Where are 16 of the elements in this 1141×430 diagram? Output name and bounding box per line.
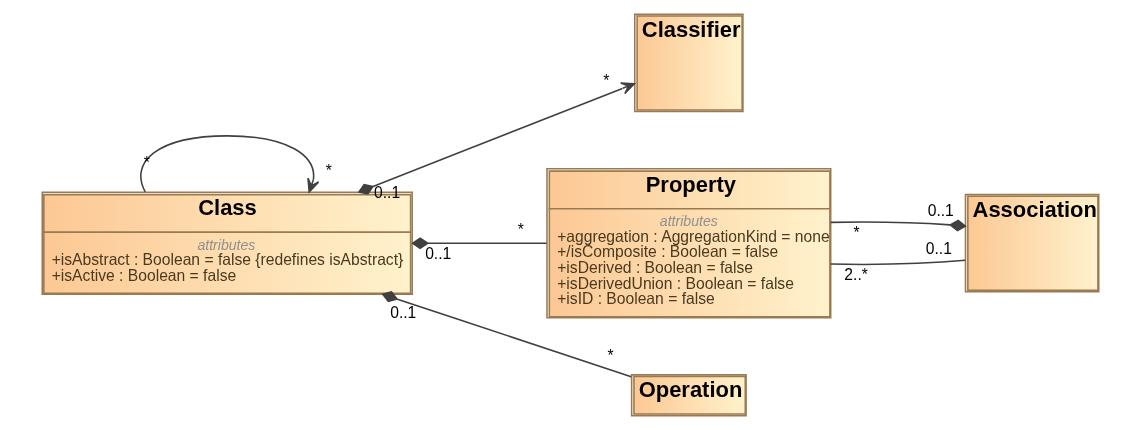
arrow [140,135,320,193]
connector [381,290,632,378]
label: 0..1 [925,240,952,258]
connector [829,219,967,232]
label: * [517,221,524,239]
connector [829,259,967,266]
label: * [603,71,610,89]
label: 0..1 [927,202,954,220]
label: * [607,347,614,365]
label: * [853,223,860,241]
label: * [325,161,332,179]
arrow [357,82,636,195]
label: 2..* [844,266,868,284]
label: 0..1 [425,245,452,263]
label: 0..1 [390,303,417,321]
connector [411,237,548,250]
